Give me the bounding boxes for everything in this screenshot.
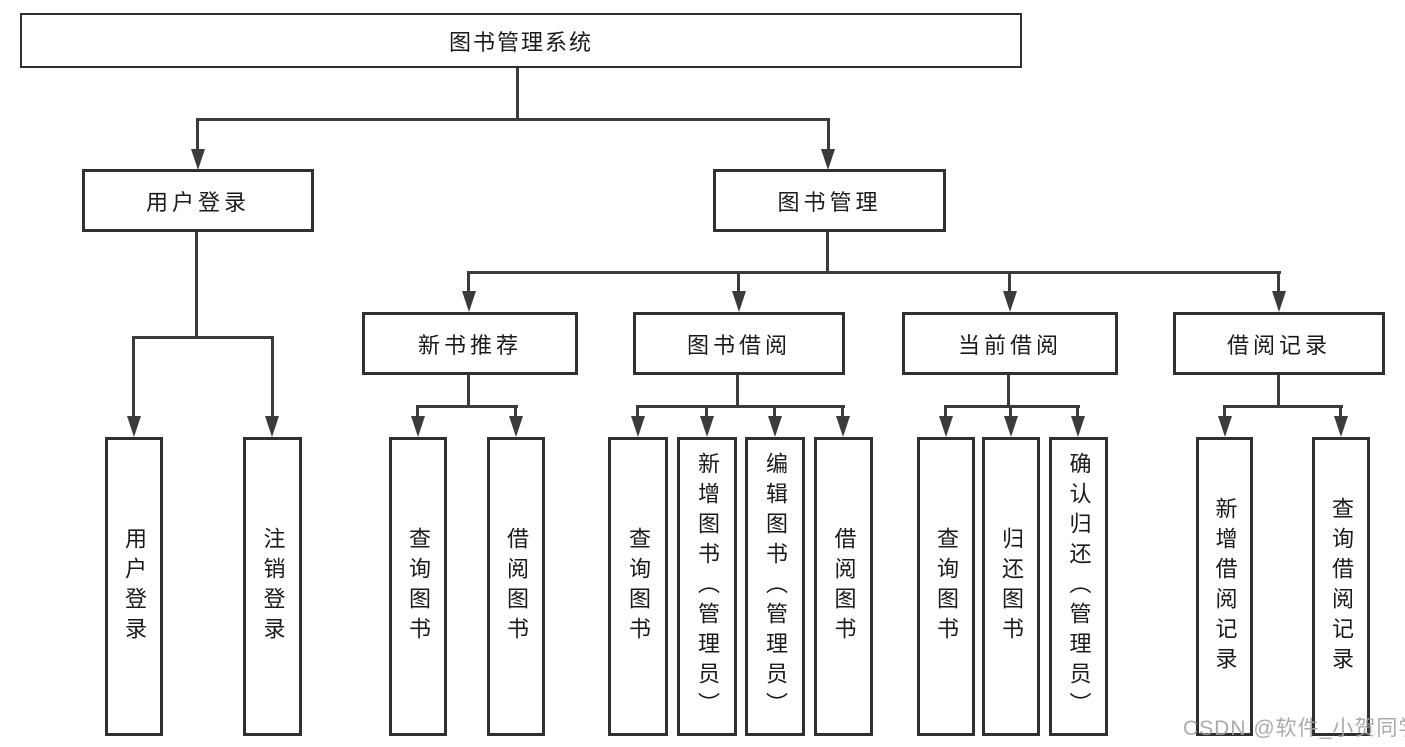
leaf-return-book: 归还图书 [982,437,1040,736]
leaf-borrow-books-borrowing: 借阅图书 [814,437,873,736]
connector-stub-leaf-d2 [1009,405,1012,419]
leaf-label: 新增借阅记录 [1212,496,1238,677]
leaf-label: 用户登录 [122,526,147,647]
leaf-label: 确认归还（管理员） [1066,451,1092,722]
connector-stub-leaf-d3 [1076,405,1079,419]
connector-stub-leaf-b2 [514,405,517,419]
leaf-label: 编辑图书（管理员） [763,451,788,722]
connector-stub-leaf-e1 [1223,405,1226,419]
connector-stub-user-login [196,118,199,151]
arrow-down-icon [1071,416,1085,437]
connector-book-management-trunk [826,231,829,274]
node-new-book-recommendation: 新书推荐 [362,312,578,375]
leaf-query-books-borrowing: 查询图书 [608,437,668,736]
leaf-label: 查询图书 [406,526,431,647]
connector-root-trunk [516,68,519,119]
arrow-down-icon [1004,416,1018,437]
leaf-label: 归还图书 [999,526,1024,647]
arrow-down-icon [836,416,850,437]
node-book-management: 图书管理 [713,169,946,232]
node-label: 借阅记录 [1226,332,1331,358]
node-borrowing-records: 借阅记录 [1173,312,1385,375]
connector-stub-leaf-e2 [1339,405,1342,419]
leaf-add-book-admin: 新增图书（管理员） [677,437,737,736]
leaf-label: 新增图书（管理员） [695,451,720,722]
connector-group-d-hbar [944,405,1080,408]
arrow-down-icon [1334,416,1348,437]
watermark: CSDN @软件_小贺同学 [1183,717,1405,740]
connector-user-login-hbar [132,336,274,339]
leaf-label: 借阅图书 [831,526,857,647]
connector-stub-book-borrowing [737,271,740,293]
leaf-label: 查询图书 [626,526,651,647]
node-label: 图书管理 [777,189,882,215]
leaf-query-books-current: 查询图书 [917,437,975,736]
leaf-confirm-return-admin: 确认归还（管理员） [1049,437,1108,736]
connector-stub-leaf-c2 [705,405,708,419]
connector-group-b-hbar [416,405,518,408]
node-current-borrowing: 当前借阅 [902,312,1118,375]
arrow-down-icon [700,416,714,437]
leaf-query-borrow-record: 查询借阅记录 [1312,437,1370,736]
connector-stub-leaf-c1 [636,405,639,419]
connector-stub-borrowing-records [1277,271,1280,293]
connector-level2-hbar [196,118,830,121]
connector-stub-current-borrowing [1008,271,1011,293]
arrow-down-icon [631,416,645,437]
node-label: 新书推荐 [417,332,522,358]
node-label: 用户登录 [145,189,250,215]
leaf-user-login: 用户登录 [105,437,163,736]
leaf-borrow-books-recommend: 借阅图书 [487,437,545,736]
connector-group-e-trunk [1277,374,1280,408]
arrow-down-icon [411,416,425,437]
arrow-down-icon [1272,291,1286,312]
node-label: 当前借阅 [957,332,1062,358]
node-library-management-system: 图书管理系统 [20,13,1022,68]
connector-stub-leaf-d1 [944,405,947,419]
connector-stub-leaf-a2 [271,336,274,418]
arrow-down-icon [821,149,835,170]
connector-group-c-trunk [736,374,739,408]
connector-stub-leaf-c4 [841,405,844,419]
node-book-borrowing: 图书借阅 [633,312,845,375]
arrow-down-icon [1003,291,1017,312]
connector-stub-book-management [827,118,830,151]
arrow-down-icon [191,149,205,170]
leaf-edit-book-admin: 编辑图书（管理员） [745,437,805,736]
leaf-label: 查询图书 [934,526,959,647]
connector-group-d-trunk [1007,374,1010,408]
node-label: 图书管理系统 [448,29,593,55]
connector-group-c-hbar [636,405,845,408]
arrow-down-icon [768,416,782,437]
connector-level3-hbar [467,271,1281,274]
leaf-query-books-recommend: 查询图书 [389,437,447,736]
leaf-label: 注销登录 [260,526,286,647]
connector-user-login-trunk [195,231,198,338]
connector-group-e-hbar [1223,405,1343,408]
arrow-down-icon [939,416,953,437]
arrow-down-icon [265,416,279,437]
connector-group-b-trunk [467,374,470,408]
node-label: 图书借阅 [686,332,791,358]
connector-stub-new-book [467,271,470,293]
connector-stub-leaf-a1 [132,336,135,418]
arrow-down-icon [732,291,746,312]
arrow-down-icon [509,416,523,437]
connector-stub-leaf-c3 [773,405,776,419]
leaf-label: 借阅图书 [504,526,529,647]
arrow-down-icon [1218,416,1232,437]
node-user-login: 用户登录 [82,169,314,232]
connector-stub-leaf-b1 [416,405,419,419]
leaf-add-borrow-record: 新增借阅记录 [1196,437,1253,736]
leaf-logout: 注销登录 [243,437,302,736]
leaf-label: 查询借阅记录 [1329,496,1354,677]
arrow-down-icon [462,291,476,312]
arrow-down-icon [127,416,141,437]
